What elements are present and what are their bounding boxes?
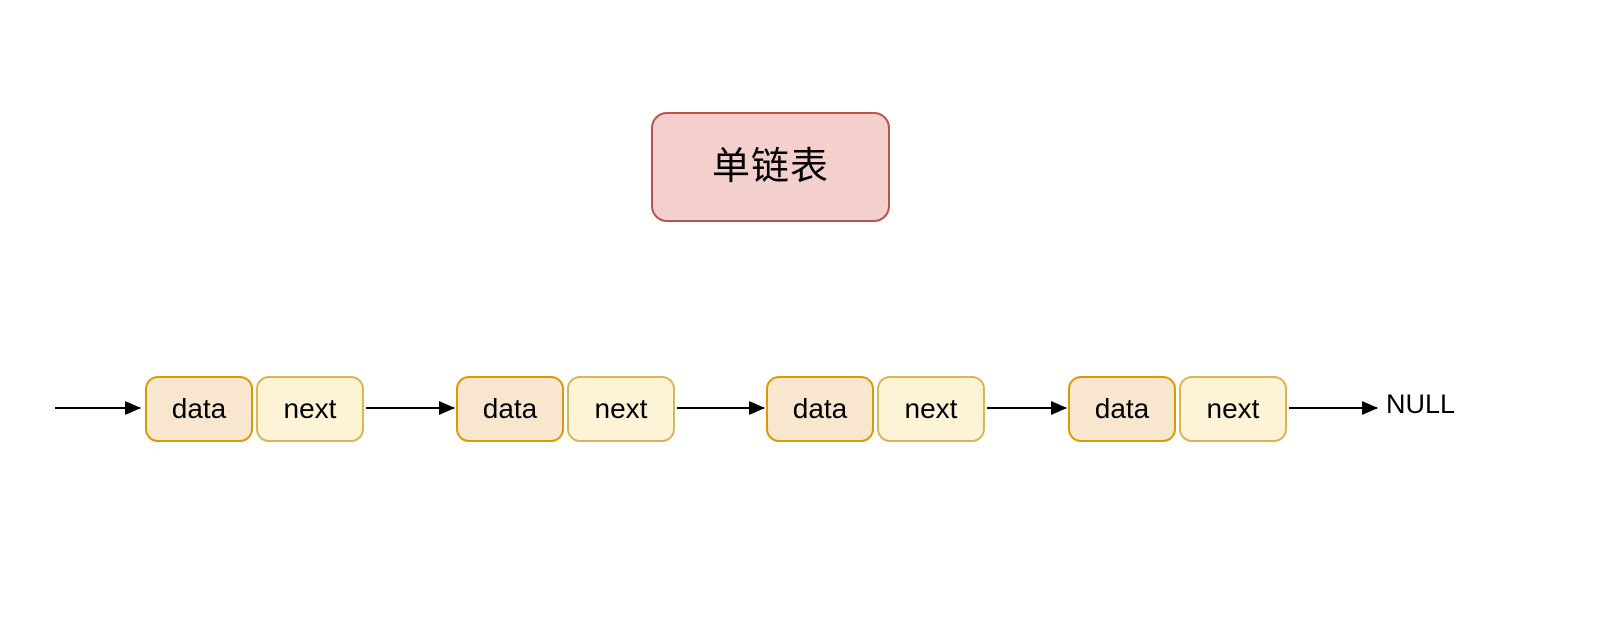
node-1-data-cell: data [145, 376, 253, 442]
node-2-data-cell: data [456, 376, 564, 442]
node-4-data-cell: data [1068, 376, 1176, 442]
node-2-next-cell: next [567, 376, 675, 442]
link-arrow-3 [987, 401, 1067, 415]
head-pointer-arrow [55, 401, 141, 415]
node-3-next-cell: next [877, 376, 985, 442]
null-arrow [1289, 401, 1378, 415]
node-3-data-cell: data [766, 376, 874, 442]
title-label: 单链表 [711, 146, 829, 188]
node-4-next-cell: next [1179, 376, 1287, 442]
link-arrow-1 [366, 401, 455, 415]
node-1-next-cell: next [256, 376, 364, 442]
title-box: 单链表 [651, 112, 890, 222]
null-label: NULL [1386, 389, 1456, 419]
link-arrow-2 [677, 401, 765, 415]
